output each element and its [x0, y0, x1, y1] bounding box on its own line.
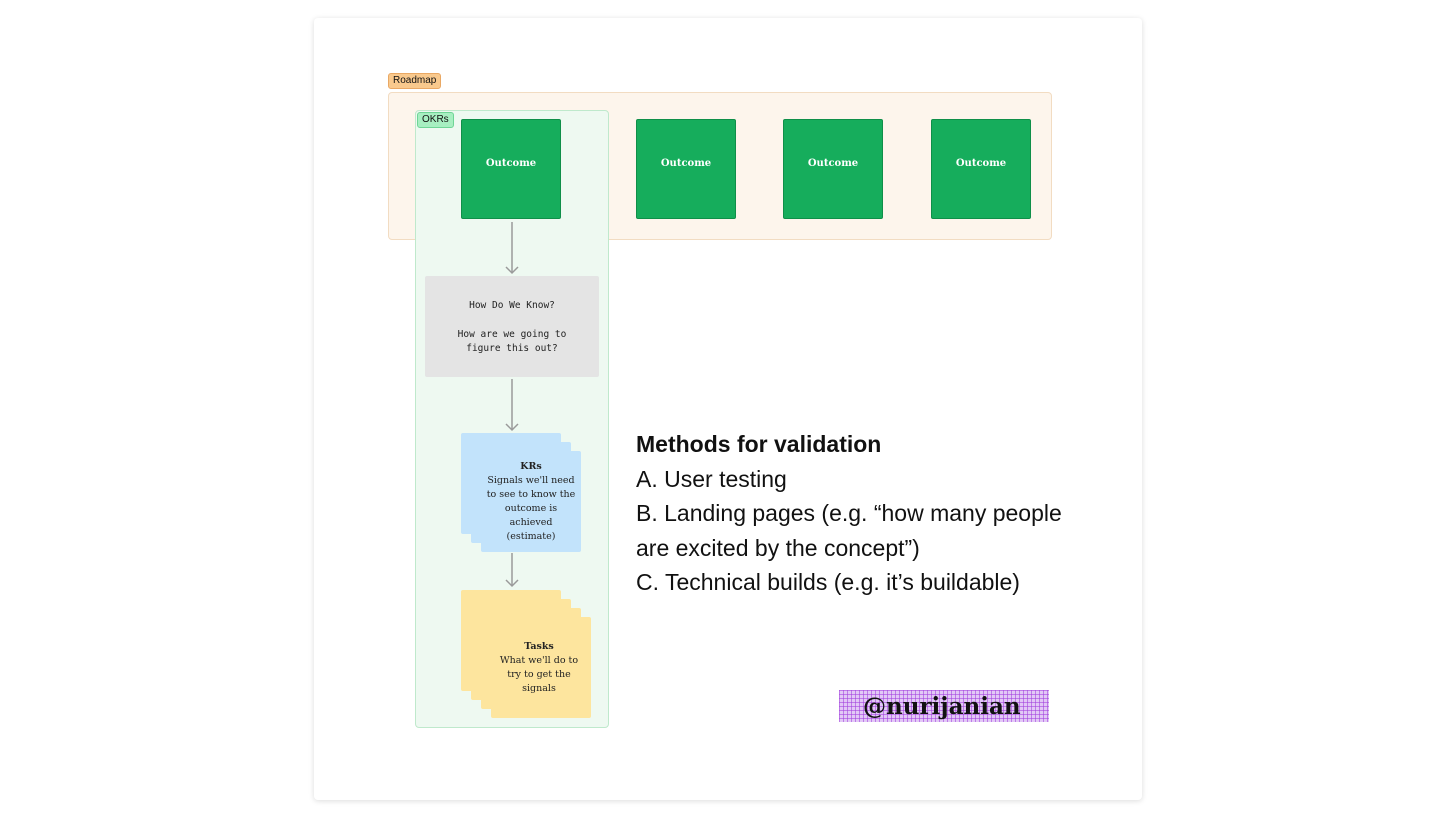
kr-title: KRs [520, 461, 542, 472]
task-line-3: signals [522, 683, 556, 694]
methods-heading: Methods for validation [636, 431, 882, 457]
how-box-question: How are we going to figure this out? [425, 328, 599, 356]
method-item-a: A. User testing [636, 465, 787, 492]
arrow-head-1 [505, 266, 519, 275]
arrow-head-3 [505, 579, 519, 588]
outcome-card-4: Outcome [931, 119, 1031, 219]
method-item-b-cont: are excited by the concept”) [636, 534, 920, 561]
how-box-line-2: figure this out? [466, 343, 558, 354]
kr-line-2: to see to know the [486, 489, 576, 500]
how-box-title: How Do We Know? [469, 300, 555, 311]
arrow-head-2 [505, 423, 519, 432]
kr-sticky-back-1 [461, 433, 561, 534]
how-do-we-know-box: How Do We Know? How are we going to figu… [425, 276, 599, 377]
methods-text: Methods for validation A. User testing B… [636, 427, 1106, 600]
method-item-c: C. Technical builds (e.g. it’s buildable… [636, 569, 1020, 595]
kr-line-1: Signals we'll need [487, 475, 575, 486]
outcome-card-1: Outcome [461, 119, 561, 219]
kr-line-4: achieved [509, 517, 553, 528]
task-title: Tasks [524, 641, 554, 652]
outcome-card-3: Outcome [783, 119, 883, 219]
kr-line-5: (estimate) [506, 531, 556, 542]
roadmap-label: Roadmap [388, 73, 442, 89]
kr-line-3: outcome is [504, 503, 558, 514]
method-item-b: B. Landing pages (e.g. “how many people [636, 500, 1062, 526]
task-line-1: What we'll do to [499, 655, 579, 666]
how-box-line-1: How are we going to [457, 329, 567, 340]
outcome-card-2: Outcome [636, 119, 736, 219]
task-sticky-back-1 [461, 590, 561, 691]
kr-sticky-text: KRs Signals we'll need to see to know th… [481, 460, 581, 544]
task-sticky-text: Tasks What we'll do to try to get the si… [491, 640, 587, 696]
okrs-label: OKRs [417, 112, 454, 128]
author-watermark: @nurijanian [839, 690, 1049, 722]
task-line-2: try to get the [507, 669, 571, 680]
